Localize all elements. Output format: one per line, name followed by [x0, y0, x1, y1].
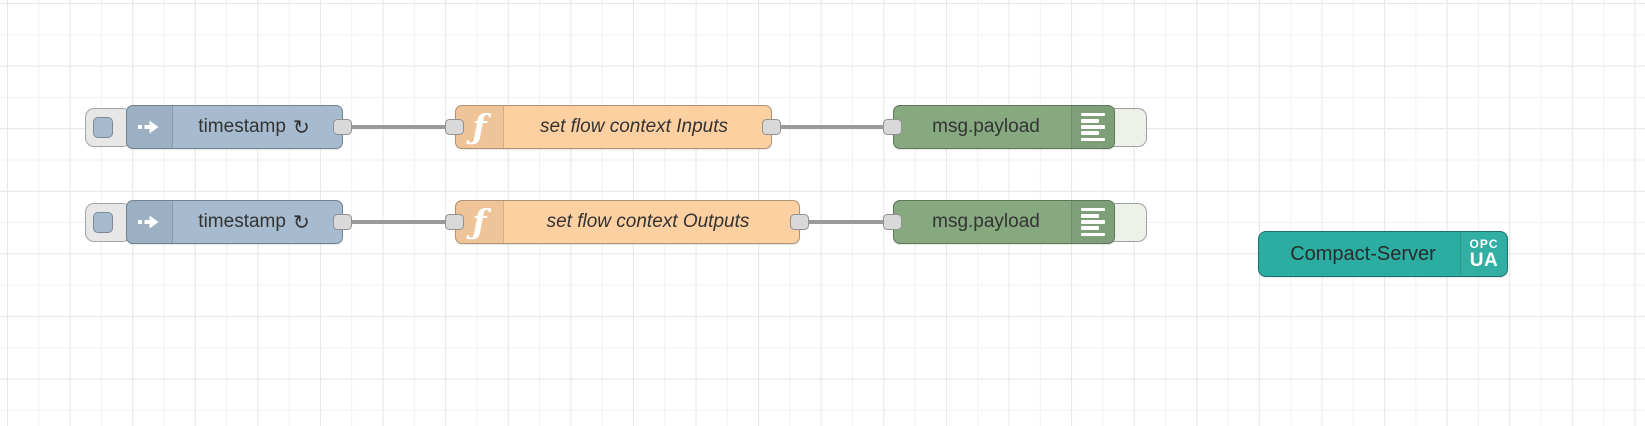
opcua-badge-line1: OPC	[1469, 237, 1499, 251]
output-port[interactable]	[333, 119, 352, 135]
inject-node-label: timestamp ↻	[172, 106, 336, 148]
inject-label-text: timestamp	[198, 116, 286, 137]
input-port[interactable]	[445, 119, 464, 135]
input-port[interactable]	[445, 214, 464, 230]
inject-node[interactable]: timestamp ↻	[126, 200, 343, 244]
opcua-badge-line2: UA	[1469, 250, 1499, 271]
output-port[interactable]	[790, 214, 809, 230]
opcua-compact-server-node[interactable]: Compact-Server OPC UA	[1258, 231, 1508, 277]
wire[interactable]	[343, 125, 455, 129]
wire[interactable]	[800, 220, 893, 224]
server-node-label: Compact-Server	[1290, 242, 1436, 265]
debug-output-icon	[1071, 106, 1114, 148]
inject-arrow-icon	[127, 201, 173, 243]
wire[interactable]	[772, 125, 893, 129]
function-node-inputs[interactable]: ƒ set flow context Inputs	[455, 105, 772, 149]
inject-trigger-button[interactable]	[85, 108, 132, 147]
debug-node-label: msg.payload	[932, 211, 1040, 232]
function-node-outputs[interactable]: ƒ set flow context Outputs	[455, 200, 800, 244]
opcua-badge-icon: OPC UA	[1460, 232, 1507, 276]
inject-trigger-button[interactable]	[85, 203, 132, 242]
function-f-icon: ƒ	[456, 201, 504, 243]
repeat-indicator-icon: ↻	[292, 116, 310, 139]
input-port[interactable]	[883, 119, 902, 135]
inject-node-label: timestamp ↻	[172, 201, 336, 243]
repeat-indicator-icon: ↻	[292, 211, 310, 234]
inject-button-inner	[93, 117, 113, 138]
output-port[interactable]	[762, 119, 781, 135]
output-port[interactable]	[333, 214, 352, 230]
inject-button-inner	[93, 212, 113, 233]
inject-arrow-icon	[127, 106, 173, 148]
inject-node[interactable]: timestamp ↻	[126, 105, 343, 149]
debug-node-label: msg.payload	[932, 116, 1040, 137]
debug-node[interactable]: msg.payload	[893, 200, 1115, 244]
input-port[interactable]	[883, 214, 902, 230]
function-f-icon: ƒ	[456, 106, 504, 148]
debug-output-icon	[1071, 201, 1114, 243]
function-node-label: set flow context Outputs	[546, 211, 750, 232]
inject-label-text: timestamp	[198, 211, 286, 232]
function-node-label: set flow context Inputs	[540, 116, 728, 137]
debug-node[interactable]: msg.payload	[893, 105, 1115, 149]
wire[interactable]	[343, 220, 455, 224]
